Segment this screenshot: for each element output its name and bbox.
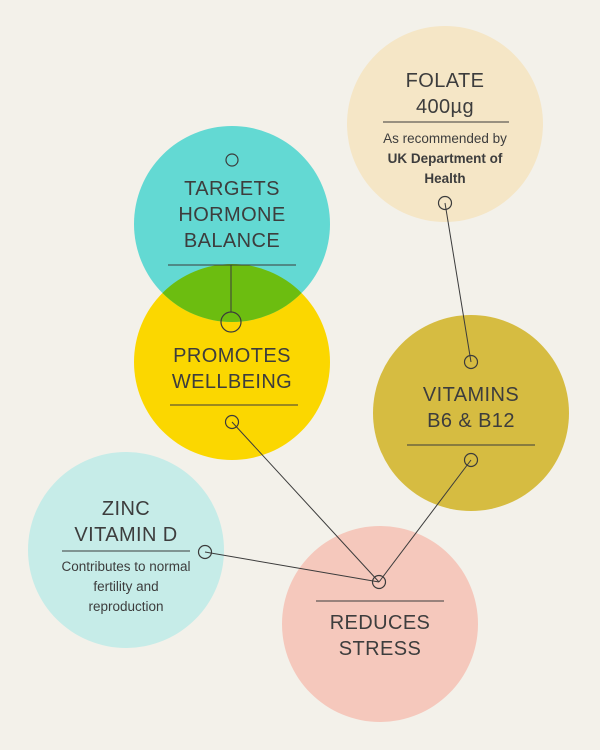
zinc-bubble: [28, 452, 224, 648]
zinc-node: [197, 544, 213, 560]
folate-note-line2: UK Department of: [387, 151, 503, 166]
zinc-note-line3: reproduction: [88, 599, 164, 614]
hormone-title-line2: HORMONE: [178, 204, 286, 226]
hormone-label: TARGETS HORMONE BALANCE: [178, 176, 285, 254]
zinc-label: ZINC VITAMIN D: [74, 496, 177, 548]
connector-zinc-stress: [204, 551, 380, 583]
zinc-note-line2: fertility and: [93, 579, 159, 594]
stress-node: [371, 574, 387, 590]
wellbeing-label: PROMOTES WELLBEING: [172, 343, 292, 395]
wellbeing-bubble: [134, 264, 330, 460]
connector-vitamins-stress: [378, 459, 472, 583]
zinc-note: Contributes to normal fertility and repr…: [61, 557, 190, 617]
connector-wellbeing-stress: [231, 421, 380, 583]
folate-note: As recommended by UK Department of Healt…: [383, 129, 507, 189]
zinc-title-line1: ZINC: [101, 498, 151, 520]
connector-folate-vitamins: [444, 202, 472, 363]
overlap-node: [220, 311, 242, 333]
hormone-top-node: [225, 153, 239, 167]
zinc-note-line1: Contributes to normal: [61, 559, 191, 574]
vitamins-title-line1: VITAMINS: [422, 384, 520, 406]
hormone-bubble: [134, 126, 330, 322]
folate-note-line3: Health: [424, 171, 466, 186]
folate-bubble: [347, 26, 543, 222]
zinc-title-line2: VITAMIN D: [74, 524, 178, 546]
folate-node: [437, 195, 453, 211]
folate-note-line1: As recommended by: [383, 131, 507, 146]
folate-title-line2: 400µg: [415, 96, 474, 118]
stress-title-line2: STRESS: [338, 638, 422, 660]
vitamins-bottom-node: [463, 452, 479, 468]
folate-label: FOLATE 400µg: [406, 68, 485, 120]
folate-title-line1: FOLATE: [405, 70, 485, 92]
stress-title-line1: REDUCES: [329, 612, 431, 634]
vitamins-bubble: [373, 315, 569, 511]
wellbeing-title-line1: PROMOTES: [173, 345, 291, 367]
vitamins-title-line2: B6 & B12: [427, 410, 515, 432]
hormone-title-line1: TARGETS: [184, 178, 280, 200]
stress-label: REDUCES STRESS: [330, 610, 431, 662]
wellbeing-title-line2: WELLBEING: [171, 371, 293, 393]
hormone-title-line3: BALANCE: [183, 230, 281, 252]
vitamins-label: VITAMINS B6 & B12: [423, 382, 519, 434]
wellbeing-node: [224, 414, 240, 430]
stress-bubble: [282, 526, 478, 722]
vitamins-top-node: [463, 354, 479, 370]
